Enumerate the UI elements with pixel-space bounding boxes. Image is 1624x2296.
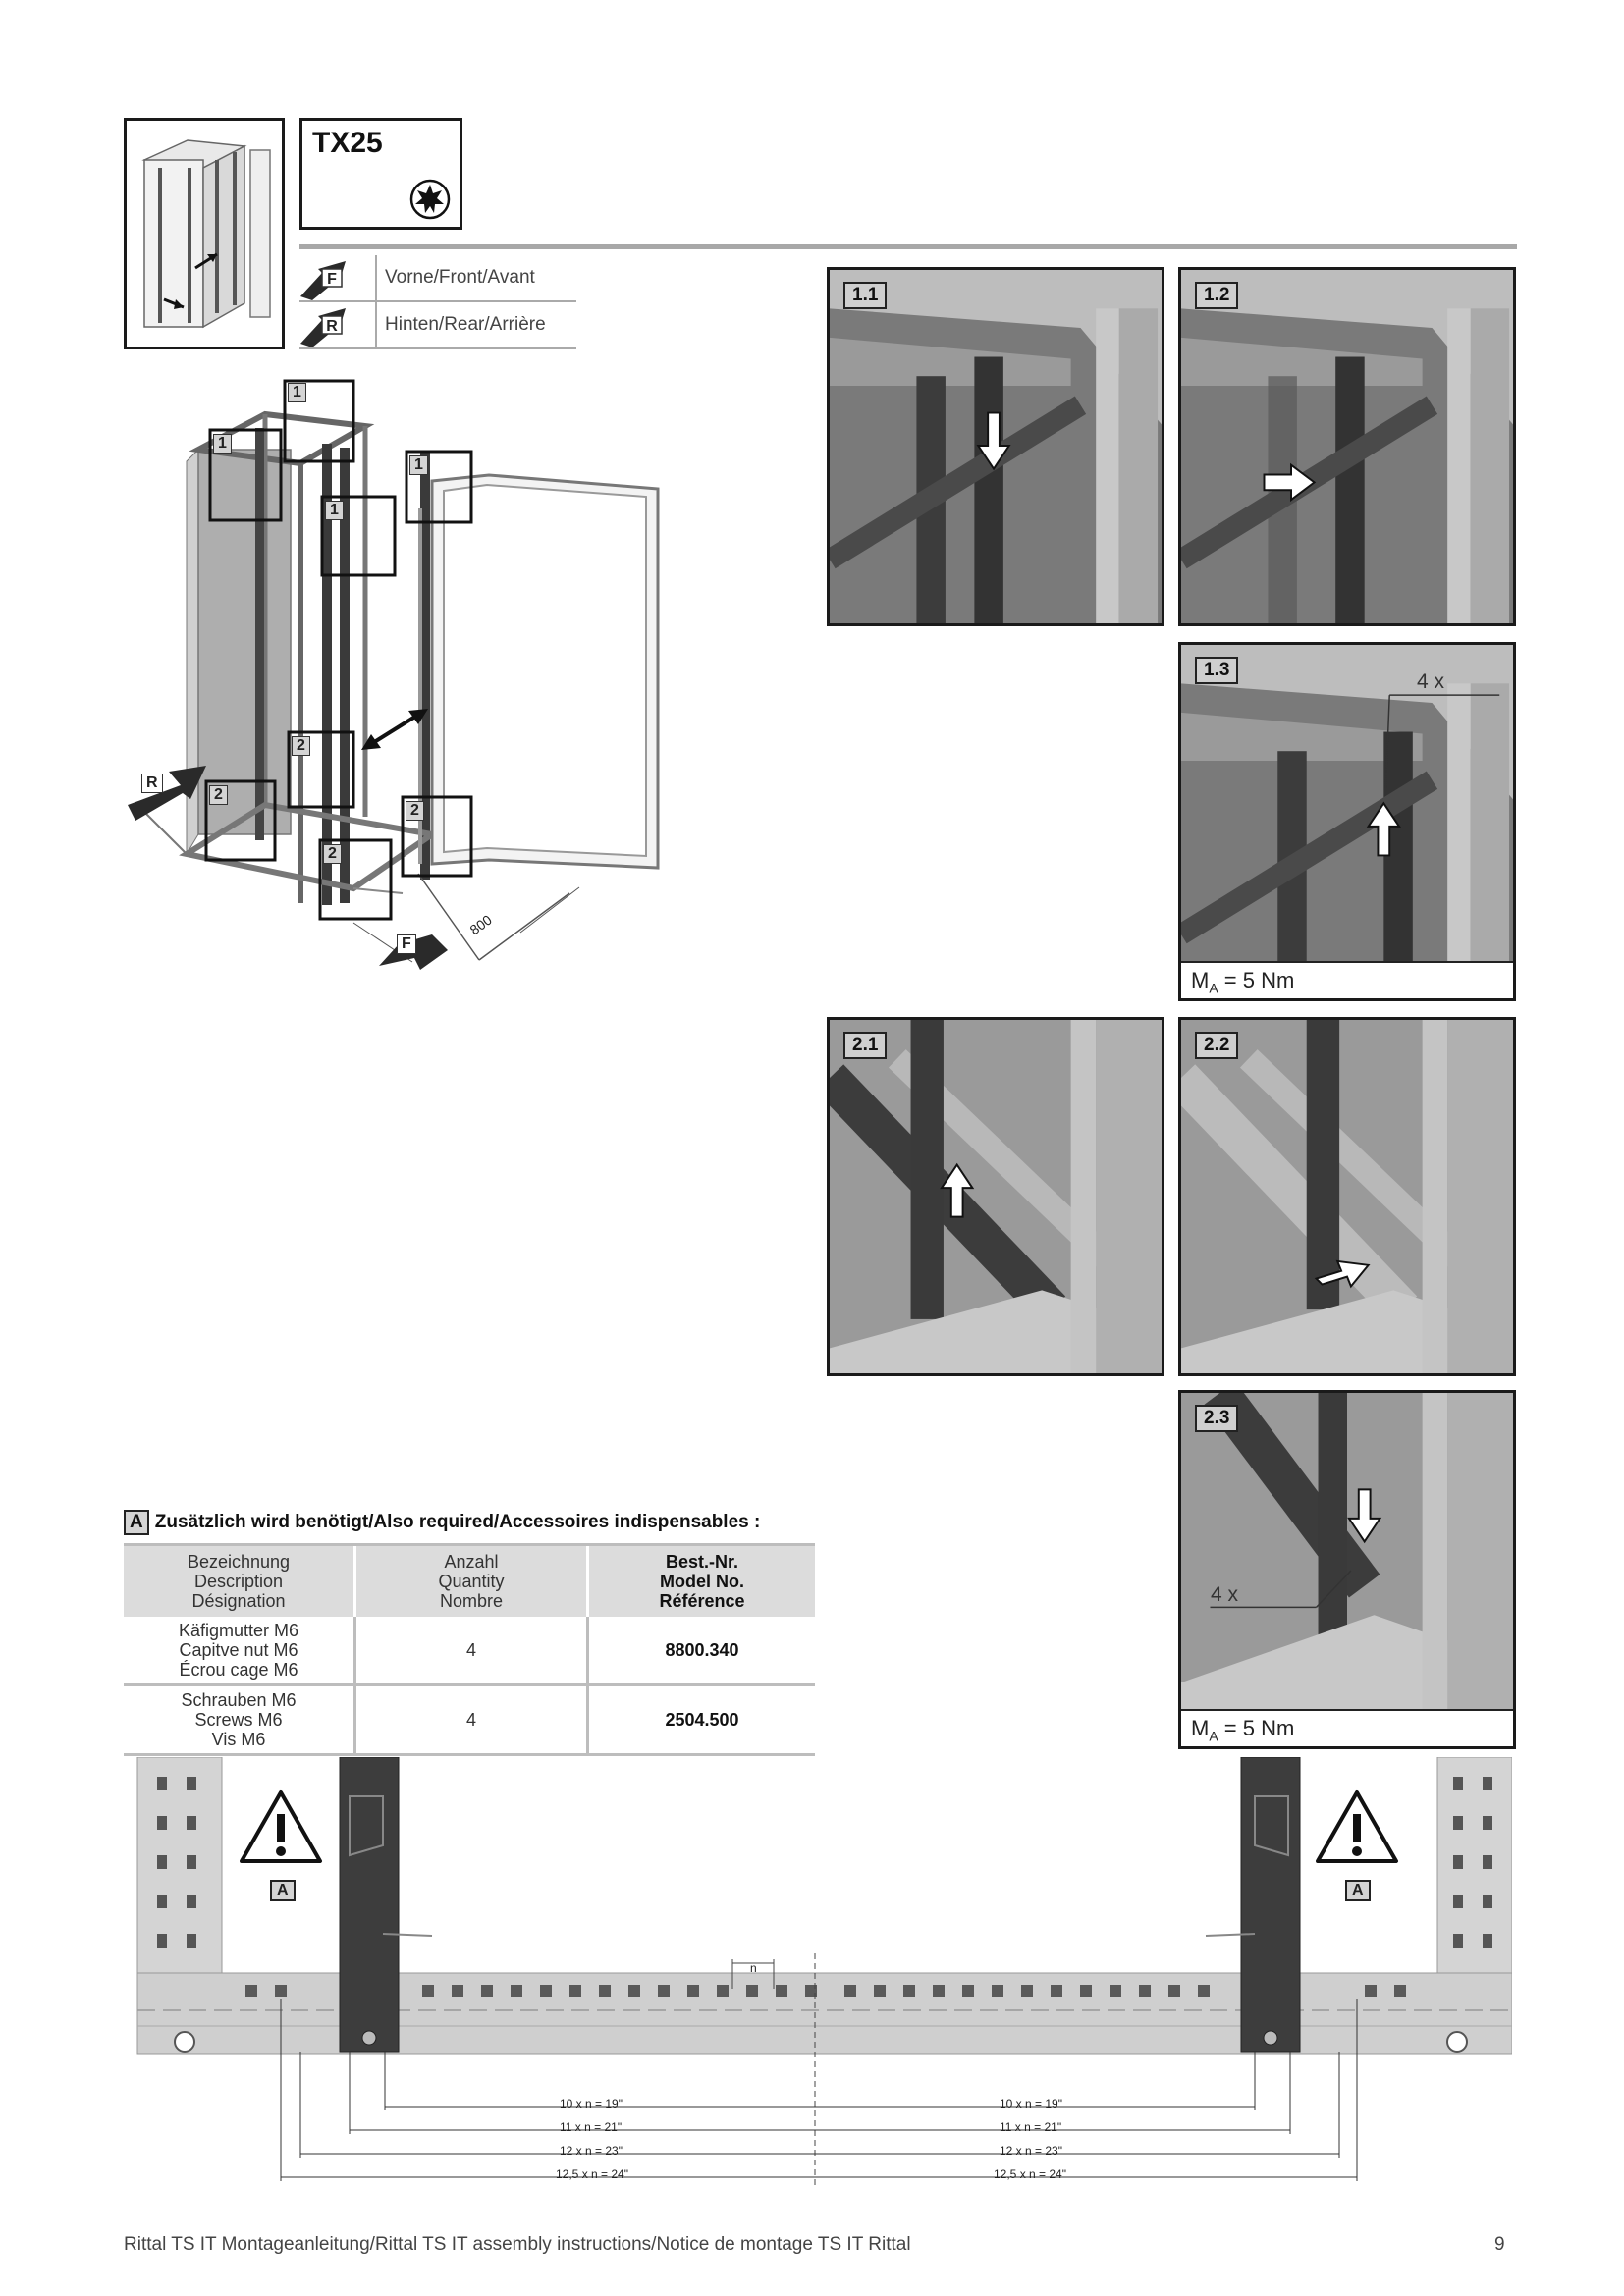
step-label: 1.3 <box>1195 657 1239 684</box>
step-2-2-drawing <box>1181 1020 1513 1373</box>
step-1-1-panel: 1.1 <box>827 267 1164 626</box>
legend-rule-2 <box>299 347 576 349</box>
step-label: 1.2 <box>1195 282 1239 309</box>
step-1-3-drawing <box>1181 645 1513 998</box>
table-row: Käfigmutter M6 Capitve nut M6 Écrou cage… <box>124 1617 815 1686</box>
step-1-1-drawing <box>830 270 1162 623</box>
legend-rule-1 <box>299 300 576 302</box>
step-label: 2.1 <box>843 1032 888 1059</box>
rail-diagram <box>136 1757 1512 2189</box>
accessories-badge: A <box>124 1510 149 1535</box>
pitch-label: n <box>750 1961 757 1975</box>
tool-label: TX25 <box>312 127 383 159</box>
step-2-1-panel: 2.1 <box>827 1017 1164 1376</box>
step-1-2-panel: 1.2 <box>1178 267 1516 626</box>
torque-symbol: M <box>1191 968 1210 992</box>
rack-thumbnail-drawing <box>141 139 271 329</box>
step-2-3-panel: 2.3 4 x MA = 5 Nm <box>1178 1390 1516 1749</box>
step-1-2-drawing <box>1181 270 1513 623</box>
screw-count: 4 x <box>1211 1583 1239 1606</box>
step-label: 2.2 <box>1195 1032 1239 1059</box>
page-number: 9 <box>1494 2234 1505 2255</box>
rack-thumbnail <box>124 118 285 349</box>
step-2-3-drawing <box>1181 1393 1513 1746</box>
dimension-21-right: 11 x n = 21" <box>1000 2120 1062 2134</box>
warning-triangle-icon <box>1316 1790 1398 1863</box>
rear-badge: R <box>326 318 338 335</box>
overview-marker-1: 1 <box>288 383 306 402</box>
step-1-3-panel: 1.3 4 x MA = 5 Nm <box>1178 642 1516 1001</box>
overview-marker-4: 1 <box>325 501 344 520</box>
dimension-23-right: 12 x n = 23" <box>1000 2144 1062 2158</box>
dimension-21-left: 11 x n = 21" <box>560 2120 623 2134</box>
rear-arrow-icon <box>300 308 346 347</box>
overview-marker-6: 2 <box>209 785 228 805</box>
step-label: 2.3 <box>1195 1405 1239 1432</box>
row-model: 8800.340 <box>586 1617 815 1686</box>
step-2-2-panel: 2.2 <box>1178 1017 1516 1376</box>
rail-badge-left: A <box>270 1880 296 1901</box>
rack-overview-drawing <box>128 379 660 970</box>
torque-subscript: A <box>1209 1728 1218 1744</box>
front-legend-text: Vorne/Front/Avant <box>385 267 535 288</box>
torque-value: MA = 5 Nm <box>1181 1709 1513 1746</box>
step-2-1-drawing <box>830 1020 1162 1373</box>
footer-text: Rittal TS IT Montageanleitung/Rittal TS … <box>124 2234 911 2255</box>
torque-amount: = 5 Nm <box>1218 1716 1295 1740</box>
front-badge: F <box>327 271 337 288</box>
overview-front-badge: F <box>397 934 416 954</box>
overview-marker-7: 2 <box>406 801 424 821</box>
front-arrow-icon <box>300 261 346 300</box>
overview-rear-badge: R <box>141 774 163 793</box>
dimension-24-left: 12,5 x n = 24" <box>556 2167 628 2181</box>
row-description: Käfigmutter M6 Capitve nut M6 Écrou cage… <box>124 1617 355 1686</box>
torque-value: MA = 5 Nm <box>1181 961 1513 998</box>
overview-marker-8: 2 <box>323 844 342 864</box>
table-header-row: Bezeichnung Description Désignation Anza… <box>124 1543 815 1617</box>
torque-amount: = 5 Nm <box>1218 968 1295 992</box>
table-row: Schrauben M6 Screws M6 Vis M6 4 2504.500 <box>124 1684 815 1756</box>
overview-marker-5: 2 <box>292 736 310 756</box>
torx-icon <box>409 179 451 220</box>
warning-triangle-icon <box>240 1790 322 1863</box>
row-description: Schrauben M6 Screws M6 Vis M6 <box>124 1684 355 1756</box>
header-quantity: Anzahl Quantity Nombre <box>353 1543 588 1617</box>
rear-legend-text: Hinten/Rear/Arrière <box>385 314 546 335</box>
torque-symbol: M <box>1191 1716 1210 1740</box>
legend-divider <box>375 255 377 349</box>
rail-badge-right: A <box>1345 1880 1371 1901</box>
header-rule <box>299 244 1517 249</box>
row-quantity: 4 <box>353 1617 588 1686</box>
row-model: 2504.500 <box>586 1684 815 1756</box>
nut-count: 4 x <box>1417 670 1445 693</box>
overview-marker-3: 1 <box>409 455 428 475</box>
dimension-23-left: 12 x n = 23" <box>560 2144 623 2158</box>
accessories-table: Bezeichnung Description Désignation Anza… <box>124 1543 815 1756</box>
overview-marker-2: 1 <box>213 434 232 454</box>
header-model: Best.-Nr. Model No. Référence <box>586 1543 815 1617</box>
torque-subscript: A <box>1209 980 1218 996</box>
tool-box: TX25 <box>299 118 462 230</box>
header-description: Bezeichnung Description Désignation <box>124 1543 355 1617</box>
accessories-title: Zusätzlich wird benötigt/Also required/A… <box>154 1512 761 1532</box>
row-quantity: 4 <box>353 1684 588 1756</box>
step-label: 1.1 <box>843 282 888 309</box>
dimension-19-right: 10 x n = 19" <box>1000 2097 1062 2110</box>
dimension-24-right: 12,5 x n = 24" <box>994 2167 1066 2181</box>
dimension-19-left: 10 x n = 19" <box>560 2097 623 2110</box>
